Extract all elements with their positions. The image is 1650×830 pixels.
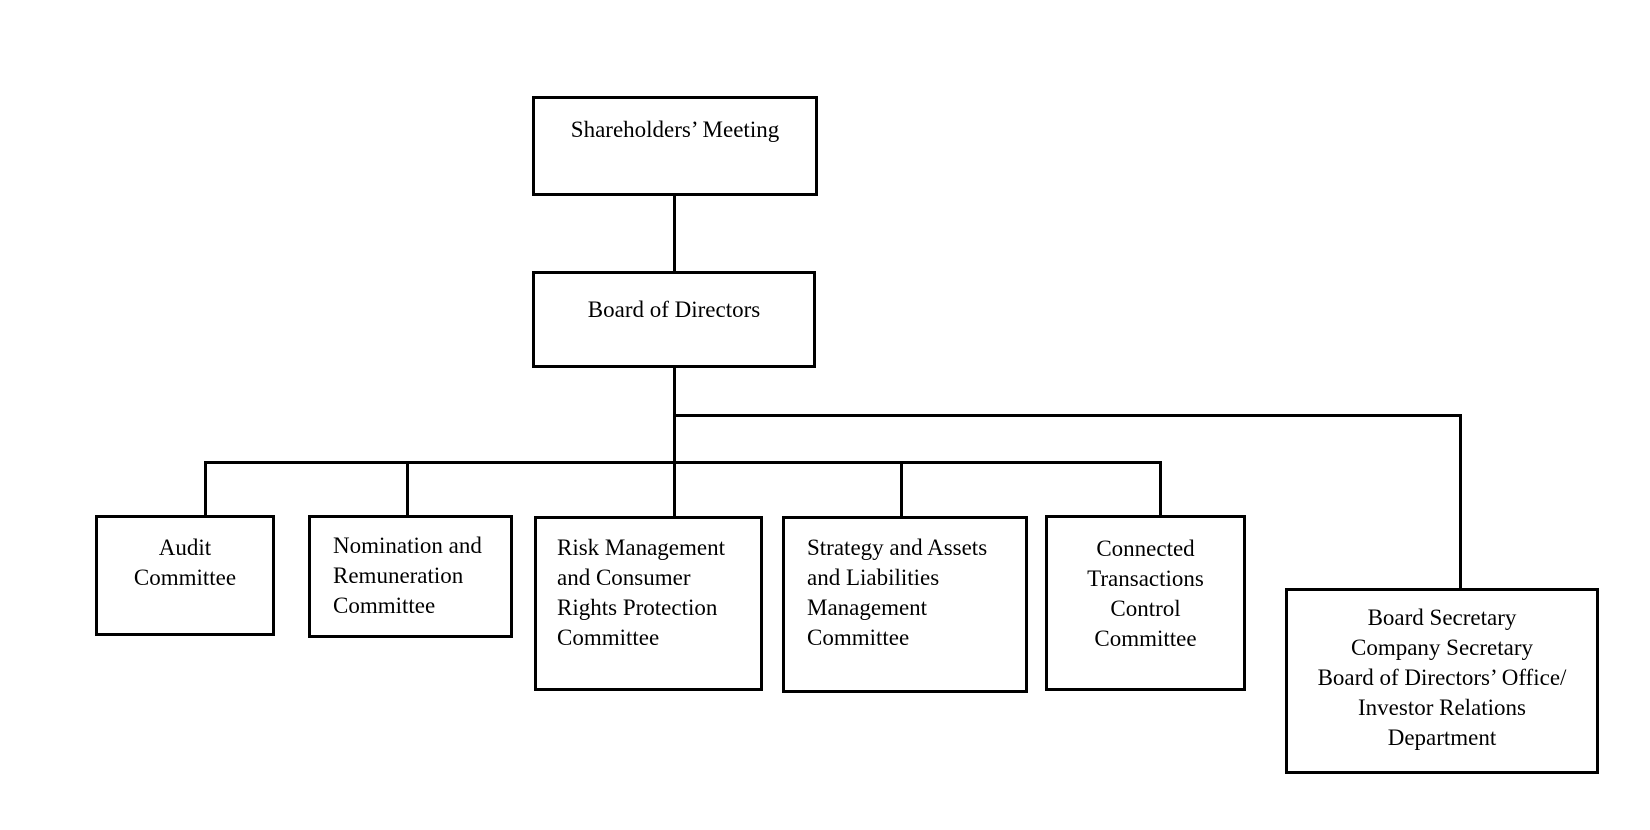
node-board-of-directors: Board of Directors — [532, 271, 816, 368]
node-label: Shareholders’ Meeting — [570, 117, 780, 142]
node-label: Connected Transactions Control Committee — [1087, 536, 1204, 651]
node-label: Audit Committee — [133, 535, 237, 590]
connector-board-drop — [673, 367, 676, 517]
connector-stub-connected — [1159, 461, 1162, 516]
connector-secretary-horizontal — [673, 414, 1462, 417]
node-strategy-assets-liabilities-committee: Strategy and Assets and Liabilities Mana… — [782, 516, 1028, 693]
node-label: Strategy and Assets and Liabilities Mana… — [807, 535, 988, 650]
node-board-secretary-department: Board Secretary Company Secretary Board … — [1285, 588, 1599, 774]
connector-committee-bus — [204, 461, 1162, 464]
connector-stub-strategy — [900, 461, 903, 517]
node-nomination-remuneration-committee: Nomination and Remuneration Committee — [308, 515, 513, 638]
node-risk-management-consumer-rights-committee: Risk Management and Consumer Rights Prot… — [534, 516, 763, 691]
connector-shareholders-board — [673, 195, 676, 272]
node-label: Board Secretary Company Secretary Board … — [1317, 605, 1567, 750]
connector-stub-nomination — [406, 461, 409, 516]
node-shareholders-meeting: Shareholders’ Meeting — [532, 96, 818, 196]
node-label: Risk Management and Consumer Rights Prot… — [557, 535, 725, 650]
node-label: Nomination and Remuneration Committee — [333, 533, 482, 618]
node-audit-committee: Audit Committee — [95, 515, 275, 636]
node-connected-transactions-control-committee: Connected Transactions Control Committee — [1045, 515, 1246, 691]
connector-secretary-vertical — [1459, 414, 1462, 589]
connector-stub-audit — [204, 461, 207, 516]
node-label: Board of Directors — [587, 297, 761, 322]
